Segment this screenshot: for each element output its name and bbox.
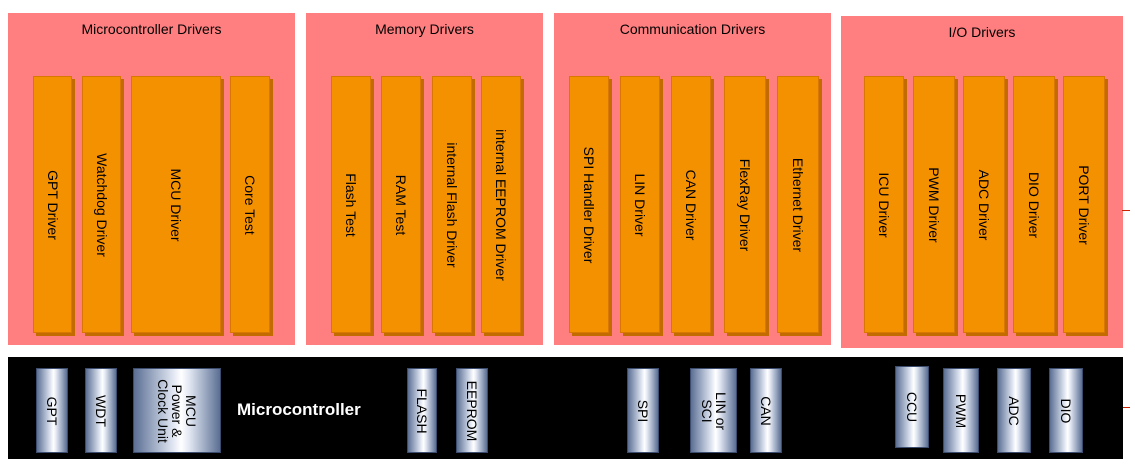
hw-module-mcu-power-clock: MCU Power & Clock Unit <box>133 368 221 453</box>
driver-dio: DIO Driver <box>1013 76 1055 333</box>
driver-label: CAN Driver <box>683 169 699 240</box>
hw-module-spi: SPI <box>627 368 659 453</box>
driver-watchdog: Watchdog Driver <box>82 76 121 333</box>
hw-module-label: SPI <box>635 399 651 422</box>
hw-module-gpt: GPT <box>36 368 68 453</box>
group-title: I/O Drivers <box>948 24 1016 40</box>
driver-gpt: GPT Driver <box>33 76 72 333</box>
driver-label: FlexRay Driver <box>737 158 753 251</box>
driver-label: PWM Driver <box>926 166 942 243</box>
hw-module-label: DIO <box>1058 398 1074 423</box>
driver-label: Watchdog Driver <box>93 152 110 257</box>
driver-label: GPT Driver <box>44 169 61 240</box>
driver-label: LIN Driver <box>632 172 648 237</box>
driver-ram-test: RAM Test <box>381 76 421 333</box>
edge-marker <box>1122 407 1130 408</box>
group-title: Microcontroller Drivers <box>81 21 222 37</box>
hw-module-label: GPT <box>44 396 60 425</box>
driver-port: PORT Driver <box>1063 76 1105 333</box>
hw-module-lin-sci: LIN or SCI <box>690 368 737 453</box>
driver-ethernet: Ethernet Driver <box>777 76 819 333</box>
driver-internal-eeprom: internal EEPROM Driver <box>481 76 521 333</box>
driver-can: CAN Driver <box>671 76 711 333</box>
driver-label: internal EEPROM Driver <box>493 128 509 281</box>
hw-module-label: CCU <box>904 391 920 423</box>
hw-module-label: MCU Power & Clock Unit <box>155 378 199 443</box>
driver-label: ADC Driver <box>976 169 992 240</box>
driver-label: RAM Test <box>393 174 409 235</box>
hw-module-label: CAN <box>758 395 774 426</box>
driver-label: DIO Driver <box>1026 171 1042 238</box>
hw-module-can: CAN <box>750 368 782 453</box>
driver-flash-test: Flash Test <box>331 76 371 333</box>
driver-label: Ethernet Driver <box>790 157 806 252</box>
hw-module-label: ADC <box>1006 395 1022 426</box>
driver-label: SPI Handler Driver <box>581 146 597 263</box>
driver-core-test: Core Test <box>230 76 270 333</box>
hw-module-label: PWM <box>953 393 969 428</box>
hw-module-eeprom: EEPROM <box>456 368 488 453</box>
driver-flexray: FlexRay Driver <box>724 76 766 333</box>
hw-module-label: WDT <box>93 394 109 427</box>
driver-adc: ADC Driver <box>963 76 1005 333</box>
hw-module-wdt: WDT <box>85 368 117 453</box>
driver-label: MCU Driver <box>168 167 184 242</box>
microcontroller-label: Microcontroller <box>237 400 361 419</box>
driver-internal-flash: internal Flash Driver <box>432 76 472 333</box>
driver-label: PORT Driver <box>1076 164 1092 245</box>
driver-lin: LIN Driver <box>620 76 660 333</box>
hw-module-label: FLASH <box>414 387 430 434</box>
group-title: Memory Drivers <box>375 21 474 37</box>
driver-icu: ICU Driver <box>864 76 904 333</box>
group-title: Communication Drivers <box>619 21 766 37</box>
hw-module-flash: FLASH <box>407 368 437 453</box>
driver-spi-handler: SPI Handler Driver <box>569 76 609 333</box>
hw-module-label: LIN or SCI <box>698 391 729 430</box>
driver-label: ICU Driver <box>876 171 892 238</box>
hw-module-ccu: CCU <box>895 366 929 448</box>
driver-label: internal Flash Driver <box>444 141 460 268</box>
driver-pwm: PWM Driver <box>913 76 955 333</box>
driver-label: Flash Test <box>343 172 359 237</box>
hw-module-adc: ADC <box>997 368 1031 453</box>
driver-mcu: MCU Driver <box>131 76 221 333</box>
driver-label: Core Test <box>242 174 258 235</box>
edge-marker <box>1122 210 1130 211</box>
hw-module-dio: DIO <box>1049 368 1083 453</box>
hw-module-pwm: PWM <box>943 368 979 453</box>
hw-module-label: EEPROM <box>464 380 480 441</box>
